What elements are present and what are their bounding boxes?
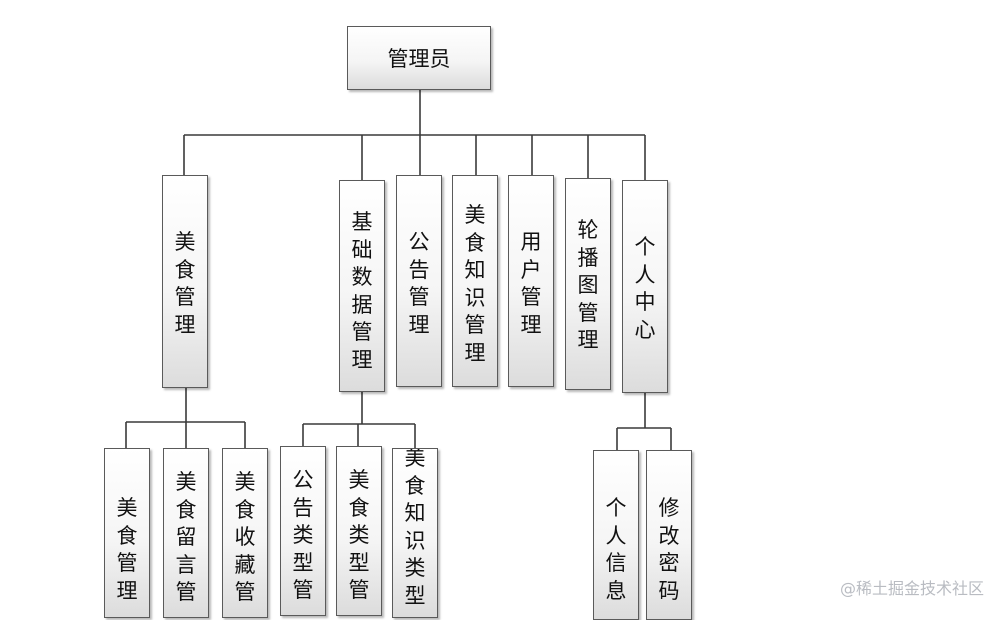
node-label: 美食类型管: [348, 468, 370, 602]
level1-user-node: 用户管理: [508, 175, 554, 387]
node-label: 基础数据管理: [351, 210, 373, 372]
node-label: 个人中心: [634, 235, 656, 342]
root-label: 管理员: [387, 47, 451, 71]
level2-food-comments-node: 美食留言管: [163, 448, 209, 618]
level1-carousel-node: 轮播图管理: [565, 178, 611, 390]
node-label: 修改密码: [658, 496, 680, 603]
node-label: 美食留言管: [175, 470, 197, 604]
node-label: 美食知识管理: [464, 203, 486, 365]
level1-base-data-node: 基础数据管理: [339, 180, 385, 392]
node-label: 美食收藏管: [234, 470, 256, 604]
watermark-text: @稀土掘金技术社区: [839, 579, 984, 598]
org-chart: 管理员 美食管理 基础数据管理 公告管理 美食知识管理 用户管理 轮播图管理 个…: [104, 26, 984, 620]
level2-food-favorites-node: 美食收藏管: [222, 448, 268, 618]
node-label: 美食知识类型: [404, 448, 426, 608]
node-label: 轮播图管理: [577, 218, 599, 352]
node-label: 个人信息: [605, 496, 627, 603]
level1-food-knowledge-node: 美食知识管理: [452, 175, 498, 387]
node-label: 美食管理: [174, 230, 196, 337]
level2-personal-info-node: 个人信息: [593, 450, 639, 620]
level1-notice-node: 公告管理: [396, 175, 442, 387]
level2-notice-type-node: 公告类型管: [280, 446, 326, 616]
level2-food-type-node: 美食类型管: [336, 446, 382, 616]
connector-lines: [125, 90, 672, 450]
level1-personal-center-node: 个人中心: [622, 180, 668, 393]
level2-change-password-node: 修改密码: [646, 450, 692, 620]
node-label: 用户管理: [520, 230, 542, 337]
level2-knowledge-type-node: 美食知识类型: [392, 448, 438, 618]
node-label: 公告类型管: [292, 468, 314, 602]
node-label: 美食管理: [116, 496, 138, 603]
level2-food-management-node: 美食管理: [104, 448, 150, 618]
node-label: 公告管理: [408, 230, 430, 337]
root-node: 管理员: [347, 26, 491, 90]
level1-food-management-node: 美食管理: [162, 175, 208, 388]
